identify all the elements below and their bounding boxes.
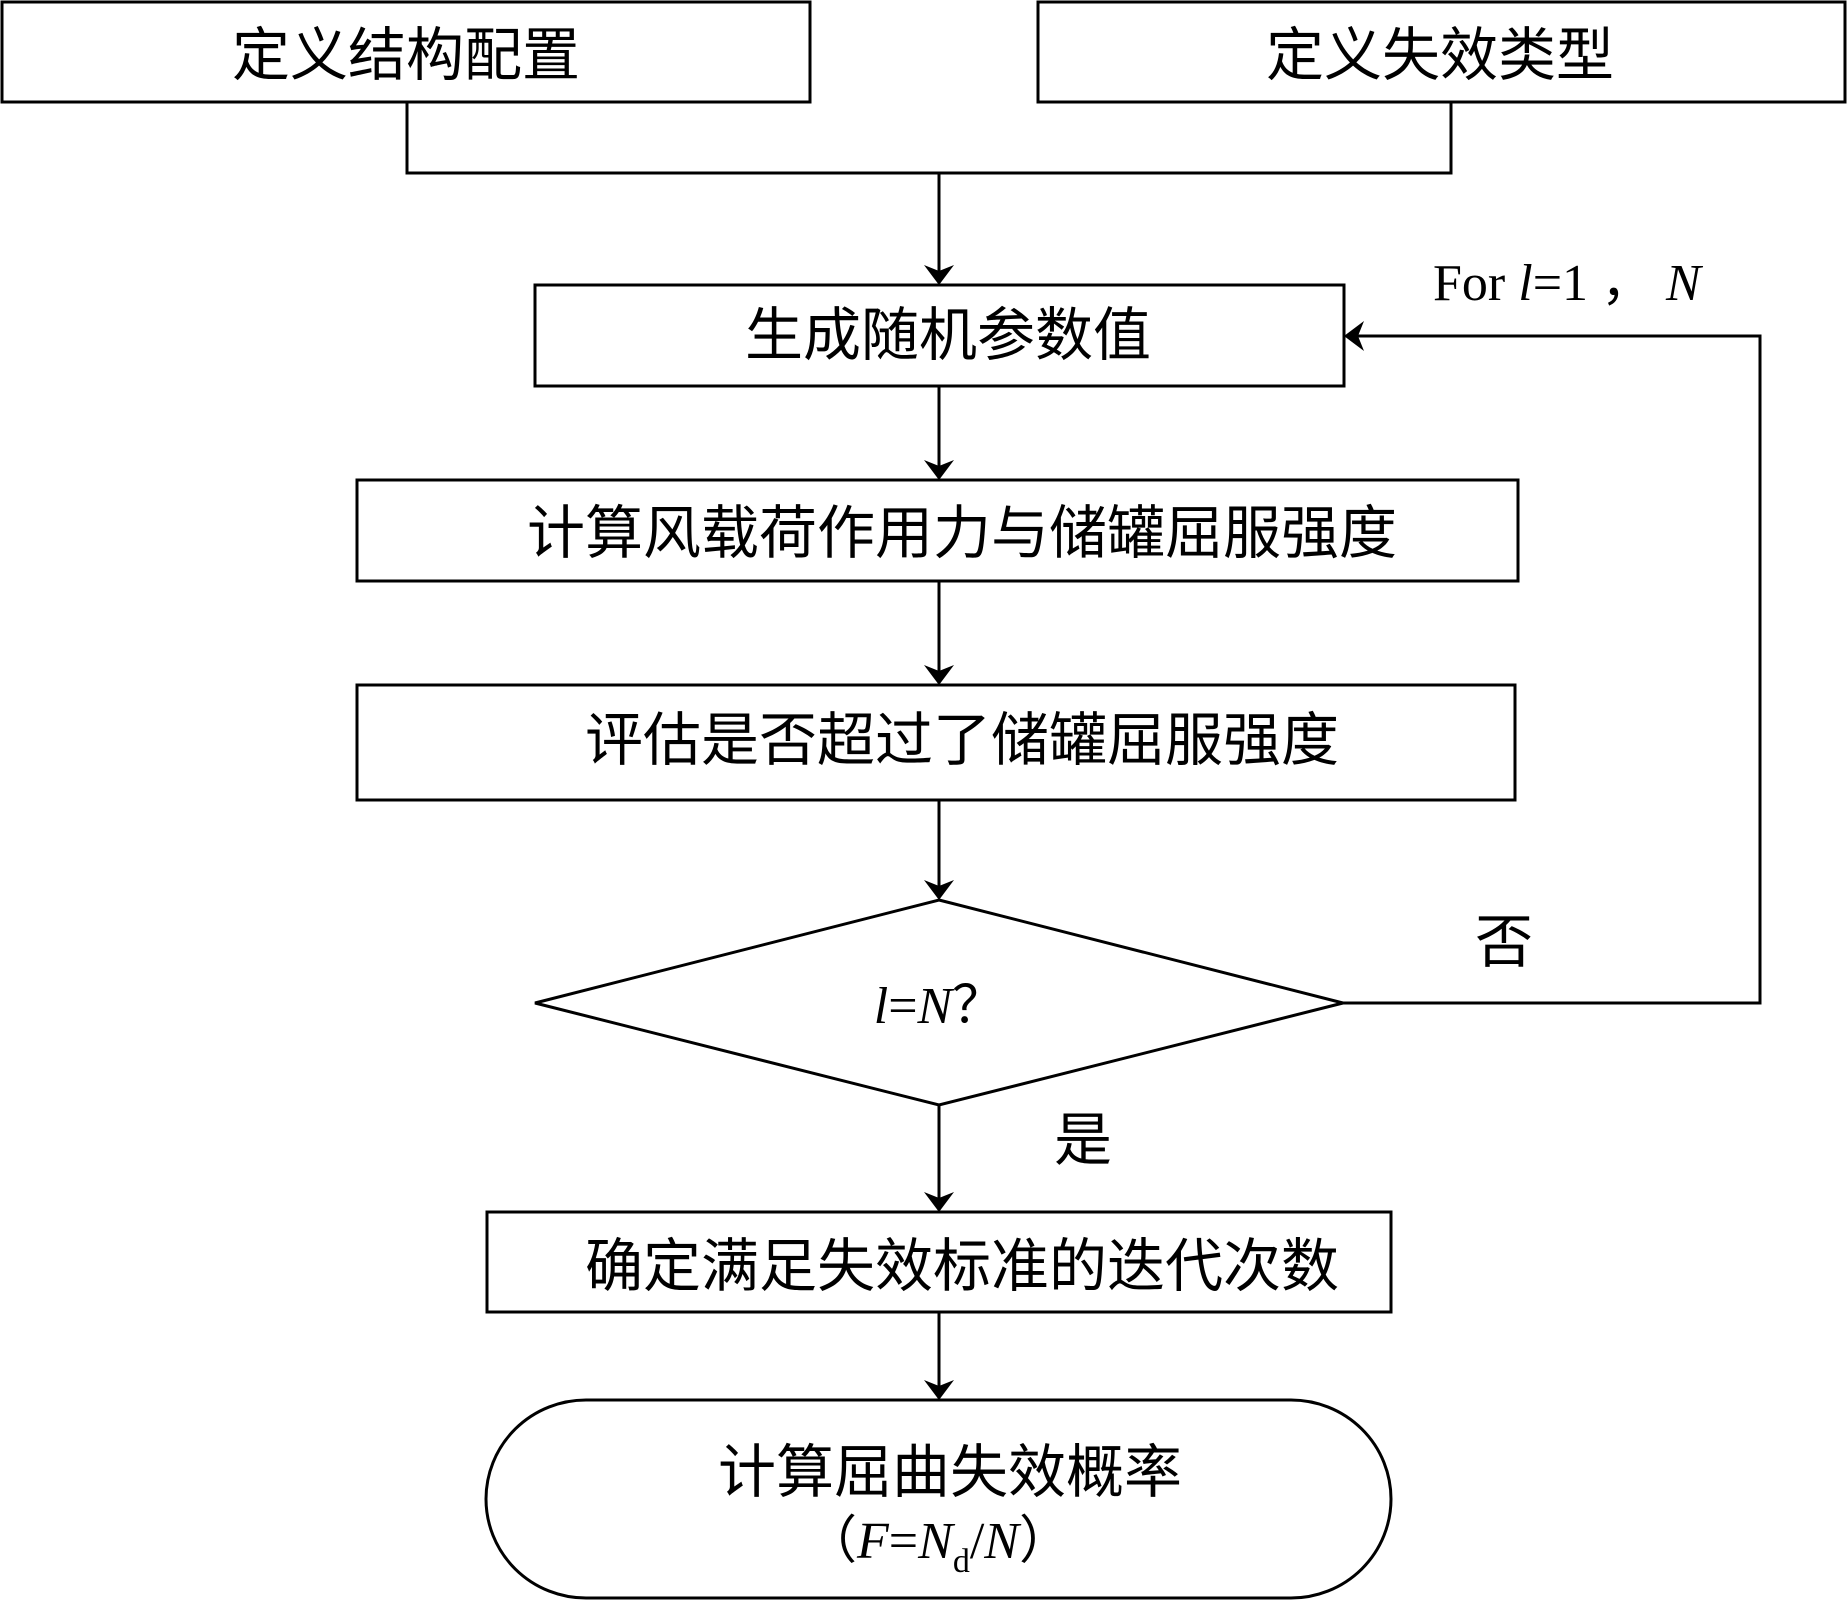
node-define-structure-label: 定义结构配置 [232,21,580,89]
edge-label-no: 否 [1475,908,1533,976]
node-decision: l=N？ [534,898,1344,1107]
formula-eq: = [889,1513,918,1570]
formula-F: F [856,1513,890,1570]
node-define-failure: 定义失效类型 [1036,0,1847,104]
merge-connector [405,102,1453,175]
formula-sub-d: d [953,1543,970,1580]
node-compute-loads-label: 计算风载荷作用力与储罐屈服强度 [527,499,1397,567]
formula-open: （ [805,1513,857,1570]
formula-N: N [917,1513,956,1570]
decision-N: N [917,978,956,1035]
formula-close: ） [1019,1513,1071,1570]
node-compute-probability-formula: （F=Nd/N） [805,1513,1071,1580]
node-count-iterations: 确定满足失效标准的迭代次数 [485,1210,1393,1314]
formula-slash: / [970,1513,985,1570]
decision-var: l [874,978,888,1035]
loop-for: For [1433,255,1518,312]
formula-N2: N [983,1513,1022,1570]
decision-label: l=N？ [874,978,1004,1035]
edge-label-yes: 是 [1054,1106,1112,1174]
decision-eq: = [888,978,917,1035]
node-evaluate-yield-label: 评估是否超过了储罐屈服强度 [585,706,1339,774]
node-define-structure: 定义结构配置 [0,0,812,104]
node-compute-probability-label: 计算屈曲失效概率 [718,1438,1182,1506]
edge-label-loop: For l=1 ， N [1433,255,1704,312]
loop-eq: =1 ， [1533,255,1666,312]
node-evaluate-yield: 评估是否超过了储罐屈服强度 [355,683,1517,802]
node-compute-loads: 计算风载荷作用力与储罐屈服强度 [355,478,1520,583]
node-generate-params-label: 生成随机参数值 [745,301,1151,369]
node-count-iterations-label: 确定满足失效标准的迭代次数 [585,1232,1339,1300]
decision-question: ？ [952,978,1004,1035]
loop-var: l [1518,255,1532,312]
arrow-no-loop [1343,321,1762,1005]
node-define-failure-label: 定义失效类型 [1266,21,1614,89]
node-compute-probability: 计算屈曲失效概率 （F=Nd/N） [484,1398,1393,1600]
loop-N: N [1665,255,1704,312]
node-generate-params: 生成随机参数值 [533,283,1346,388]
